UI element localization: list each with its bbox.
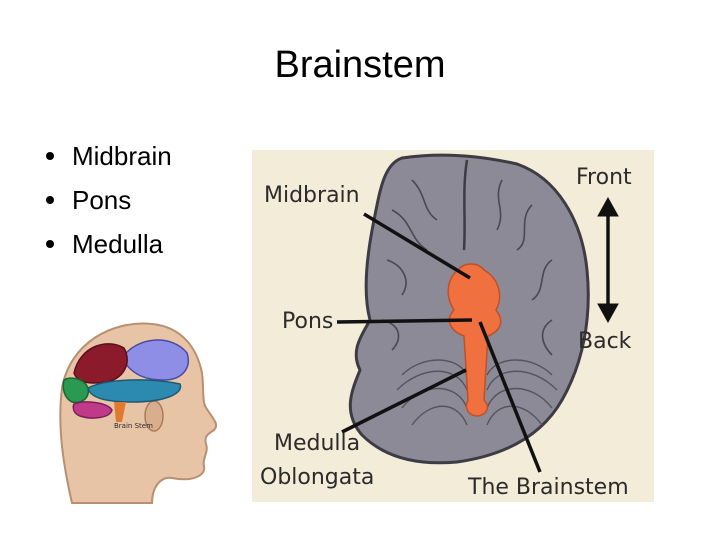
bullet-dot-icon [46,196,54,204]
label-caption: The Brainstem [467,475,629,500]
medulla-pointer [341,368,467,434]
midbrain-pointer [363,212,471,280]
brainstem-diagram: Midbrain Pons Medulla Oblongata Front Ba… [252,150,654,502]
label-oblongata: Oblongata [260,465,374,490]
bullet-item: Midbrain [44,134,172,178]
bullet-dot-icon [46,152,54,160]
brainstem-pointer [478,321,542,473]
bullet-list: Midbrain Pons Medulla [44,134,172,266]
arrow-up-icon [597,196,619,217]
cerebellum [72,401,113,419]
label-midbrain: Midbrain [264,183,360,208]
label-front: Front [576,165,632,190]
parietal-lobe [73,343,128,384]
label-pons: Pons [282,309,333,334]
slide-title: Brainstem [274,44,446,86]
occipital-lobe [62,377,90,404]
label-medulla: Medulla [274,431,360,456]
frontal-lobe [121,339,189,381]
cerebellum-folds [396,359,558,426]
brainstem-shape [114,402,126,422]
bullet-text: Pons [72,185,132,215]
head-brainstem-label: Brain Stem [114,422,153,430]
hemisphere-fissure [462,159,469,251]
pointer-lines [336,212,542,473]
label-back: Back [578,329,632,354]
temporal-lobe [87,379,182,403]
arrow-down-icon [597,303,619,324]
brainstem-highlight [447,263,502,417]
bullet-text: Midbrain [72,141,172,171]
head-profile-illustration: Brain Stem [59,322,218,504]
pons-pointer [336,318,473,324]
bullet-dot-icon [46,240,54,248]
bullet-item: Pons [44,178,172,222]
bullet-text: Medulla [72,229,164,259]
orientation-arrow [597,196,619,324]
bullet-item: Medulla [44,222,172,266]
